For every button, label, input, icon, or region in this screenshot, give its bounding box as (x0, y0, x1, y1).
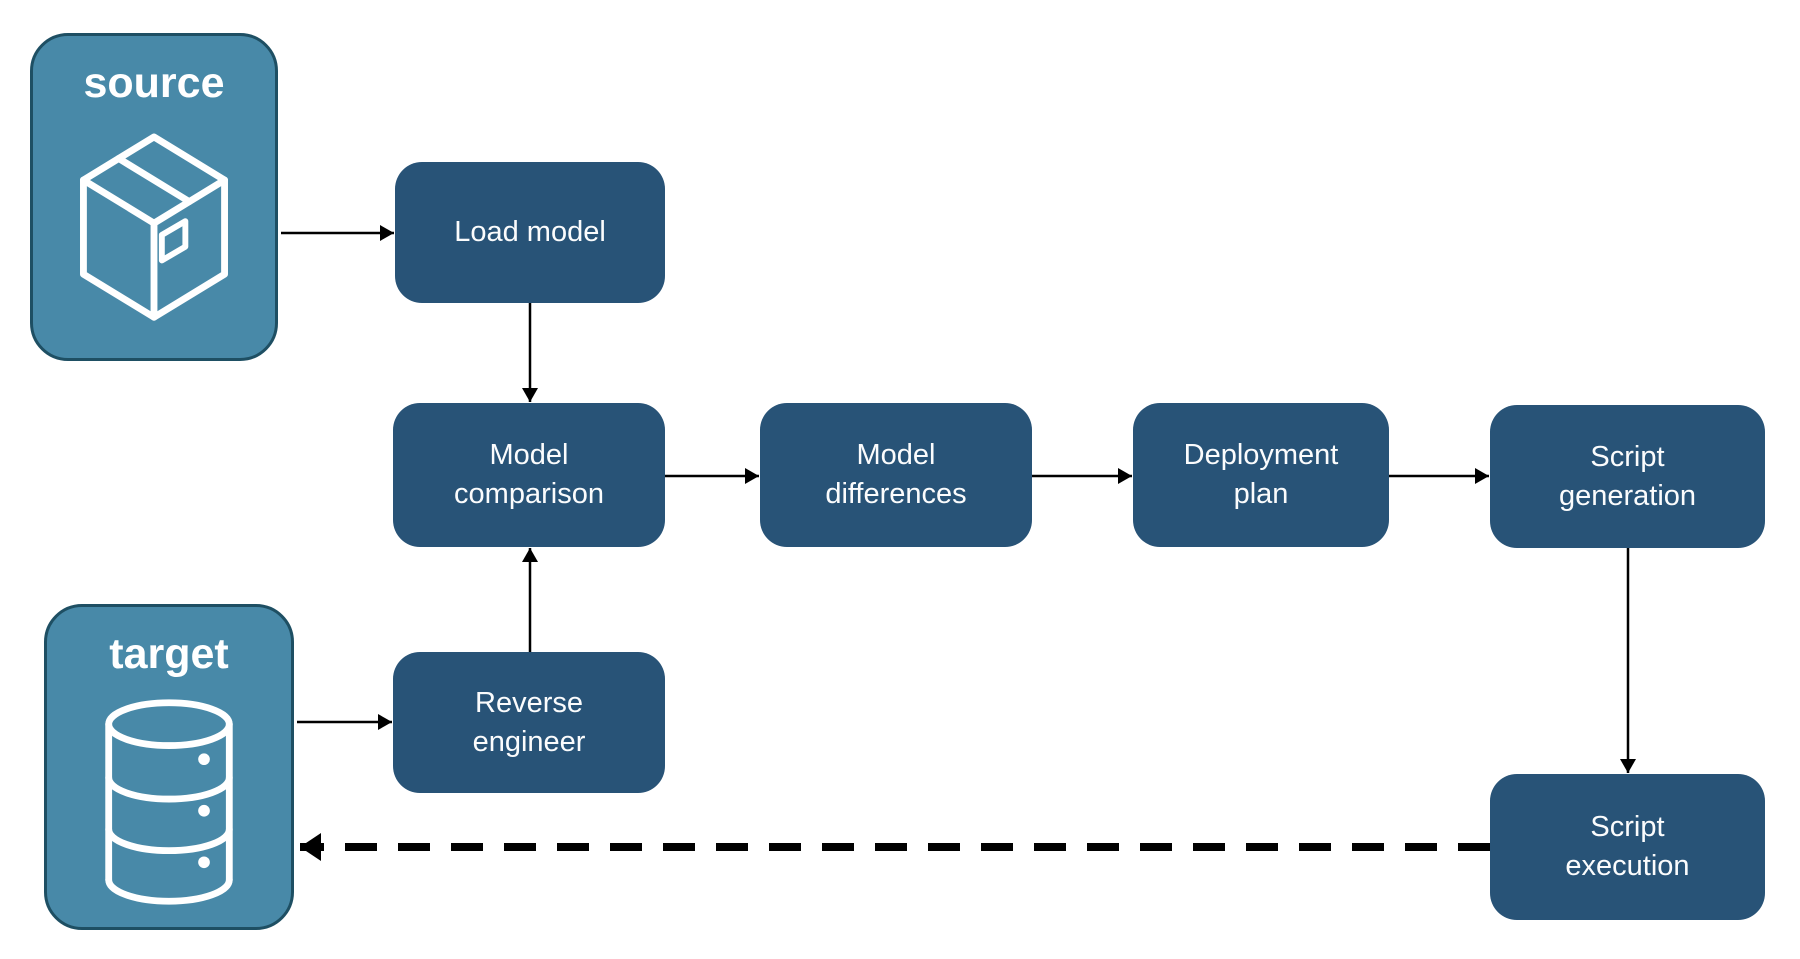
endpoint-source: source (30, 33, 278, 361)
flow-node-model-differences: Model differences (760, 403, 1032, 547)
database-icon (47, 676, 291, 927)
flow-node-script-execution: Script execution (1490, 774, 1765, 920)
flow-node-label: Script generation (1558, 440, 1697, 512)
flow-node-label: Script execution (1565, 811, 1690, 882)
package-icon (33, 105, 275, 358)
endpoint-target: target (44, 604, 294, 930)
flow-node-label: Reverse engineer (472, 686, 586, 758)
flow-node-label: Model comparison (454, 439, 604, 510)
flow-node-label: Deployment plan (1183, 439, 1339, 510)
flow-node-reverse-engineer: Reverse engineer (393, 652, 665, 793)
flow-node-deployment-plan: Deployment plan (1133, 403, 1389, 547)
endpoint-target-label: target (109, 630, 229, 678)
flow-node-model-comparison: Model comparison (393, 403, 665, 547)
endpoint-source-label: source (83, 59, 225, 107)
flow-node-label: Model differences (825, 439, 967, 510)
flow-node-label: Load model (454, 216, 606, 248)
flow-node-script-generation: Script generation (1490, 405, 1765, 548)
flow-node-load-model: Load model (395, 162, 665, 303)
